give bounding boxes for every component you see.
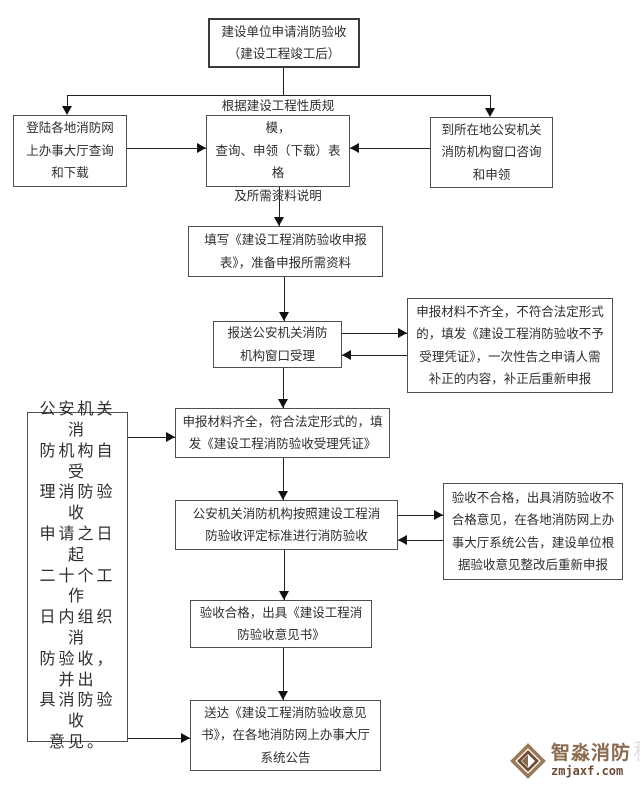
connector-inspect-to-fail (398, 515, 443, 516)
connector-submit-to-accept (283, 368, 284, 408)
connector-accept-to-inspect (283, 458, 284, 500)
flow-node-start: 建设单位申请消防验收 （建设工程竣工后） (208, 18, 360, 68)
brand-url: zmjaxf.com (551, 763, 624, 778)
connector-reject-to-submit (342, 355, 407, 356)
connector-timeline-to-deliver (128, 738, 190, 739)
connector-branch-horizontal (67, 95, 491, 96)
flow-node-conduct-inspection: 公安机关消防机构按照建设工程消 防验收评定标准进行消防验收 (175, 500, 398, 550)
arrowhead-into-deliver (278, 691, 288, 700)
connector-inspect-to-pass (284, 550, 285, 600)
arrowhead-into-counter (485, 108, 495, 117)
flow-node-inspection-fail: 验收不合格，出具消防验收不 合格意见，在各地消防网上办 事大厅系统公告，建设单位… (443, 483, 623, 580)
connector-forms-to-fill (279, 187, 280, 226)
flow-node-online-lookup: 登陆各地消防网 上办事大厅查询 和下载 (13, 115, 127, 187)
faint-watermark-text: 程 (633, 739, 640, 764)
flow-node-get-forms: 根据建设工程性质规模， 查询、申领（下载）表格 及所需资料说明 (206, 99, 350, 203)
flow-node-twenty-day-note: 公安机关消 防机构自受 理消防验收 申请之日起 二十个工作 日内组织消 防验收，… (27, 401, 128, 751)
connector-fill-to-submit (284, 277, 285, 321)
arrowhead-online-into-forms (197, 143, 206, 153)
arrowhead-into-pass (279, 591, 289, 600)
arrowhead-into-reject (398, 328, 407, 338)
arrowhead-into-submit (279, 312, 289, 321)
connector-pass-to-deliver (283, 648, 284, 700)
connector-branch-to-counter (490, 95, 491, 109)
flow-node-fill-application: 填写《建设工程消防验收申报 表》，准备申报所需资料 (188, 226, 383, 277)
arrowhead-into-accept (278, 399, 288, 408)
connector-branch-to-online (67, 95, 68, 108)
arrowhead-counter-into-forms (350, 143, 359, 153)
brand-logo: 程 智淼消防 zmjaxf.com (510, 736, 640, 786)
arrowhead-into-fill (274, 217, 284, 226)
connector-start-branch (283, 68, 284, 95)
arrowhead-reject-into-submit (342, 350, 351, 360)
arrowhead-timeline-into-accept (166, 432, 175, 442)
connector-fail-to-inspect (398, 540, 443, 541)
connector-online-to-forms (127, 148, 206, 149)
connector-submit-to-reject (342, 333, 407, 334)
flow-node-inspection-pass: 验收合格，出具《建设工程消 防验收意见书》 (190, 600, 372, 648)
arrowhead-fail-into-inspect (398, 535, 407, 545)
flow-node-submit-window: 报送公安机关消防 机构窗口受理 (213, 321, 342, 368)
arrowhead-timeline-into-deliver (181, 733, 190, 743)
diamond-logo-icon (510, 743, 546, 779)
connector-counter-to-forms (350, 148, 430, 149)
arrowhead-into-inspect (278, 491, 288, 500)
arrowhead-into-online (62, 106, 72, 115)
flow-node-deliver-opinion: 送达《建设工程消防验收意见 书》，在各地消防网上办事大厅 系统公告 (190, 700, 381, 771)
arrowhead-into-fail (434, 510, 443, 520)
brand-name: 智淼消防 (551, 742, 632, 764)
connector-timeline-to-accept (128, 437, 175, 438)
flow-node-counter-inquiry: 到所在地公安机关 消防机构窗口咨询 和申领 (430, 117, 553, 188)
flow-node-materials-complete: 申报材料齐全，符合法定形式的，填 发《建设工程消防验收受理凭证》 (175, 408, 390, 458)
flow-node-materials-incomplete: 申报材料不齐全，不符合法定形式 的，填发《建设工程消防验收不予 受理凭证》，一次… (407, 298, 613, 393)
